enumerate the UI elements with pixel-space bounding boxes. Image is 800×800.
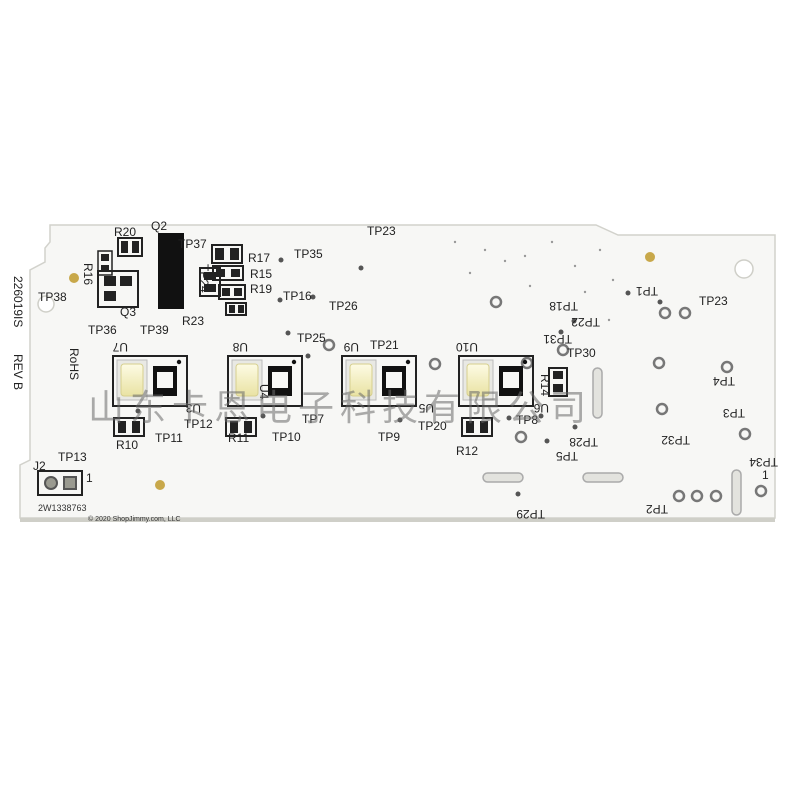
label-r11: R11 <box>228 431 249 445</box>
led-outline <box>341 355 417 407</box>
label-tp32: TP32 <box>661 433 690 447</box>
label-tp28: TP28 <box>569 435 598 449</box>
smd-pad-field <box>453 240 615 322</box>
label-rohs: RoHS <box>67 348 81 380</box>
label-tp36: TP36 <box>88 323 117 337</box>
label-tp2: TP2 <box>646 502 668 516</box>
led-module <box>227 355 303 407</box>
driver-pad <box>157 372 173 388</box>
led-module <box>112 355 188 407</box>
gold-pad <box>69 273 79 283</box>
label-part-number: 226019IS <box>11 276 25 327</box>
label-r23: R23 <box>182 314 204 328</box>
label-tp3: TP3 <box>723 406 745 420</box>
vias <box>135 257 663 497</box>
label-tp16: TP16 <box>283 289 312 303</box>
mounting-hole-left <box>37 295 55 313</box>
label-tp25: TP25 <box>297 331 326 345</box>
label-tp23a: TP23 <box>367 224 396 238</box>
led-module <box>341 355 417 407</box>
label-tp26: TP26 <box>329 299 358 313</box>
led-outline <box>112 355 188 407</box>
label-tp7: TP7 <box>302 412 324 426</box>
led-emitter <box>235 363 259 397</box>
label-j2: J2 <box>33 459 46 473</box>
label-tp37: TP37 <box>178 237 207 251</box>
label-board-id: 2W1338763 <box>38 503 87 513</box>
label-revision: REV B <box>11 354 25 390</box>
label-q3: Q3 <box>120 305 136 319</box>
driver-cluster <box>97 233 247 316</box>
pin1-dot <box>291 359 297 365</box>
label-u3: U3 <box>185 401 201 415</box>
pin1-dot <box>176 359 182 365</box>
mounting-hole-right <box>734 259 754 279</box>
silkscreen-labels: Q2 TP37 R20 R16 R17 R15 R19 TP24 TP35 TP… <box>11 219 778 523</box>
label-tp29: TP29 <box>516 507 545 521</box>
label-copyright: © 2020 ShopJimmy.com, LLC <box>88 515 181 523</box>
label-tp38: TP38 <box>38 290 67 304</box>
label-u9: U9 <box>343 340 359 354</box>
slot-pads <box>482 367 742 516</box>
label-u5: U5 <box>418 401 434 415</box>
led-outline <box>227 355 303 407</box>
label-tp39: TP39 <box>140 323 169 337</box>
led-emitter <box>466 363 490 397</box>
label-tp8: TP8 <box>516 413 538 427</box>
label-tp12: TP12 <box>184 417 213 431</box>
gold-pad <box>155 480 165 490</box>
label-tp21: TP21 <box>370 338 399 352</box>
label-r15: R15 <box>250 267 272 281</box>
led-outline <box>458 355 534 407</box>
label-tp30: TP30 <box>567 346 596 360</box>
watermark-text: 山东卡恩电子科技有限公司 <box>88 388 592 429</box>
label-tp11: TP11 <box>155 431 183 445</box>
label-tp18: TP18 <box>549 299 578 313</box>
label-tp4: TP4 <box>713 374 735 388</box>
label-u10: U10 <box>456 340 478 354</box>
label-r12: R12 <box>456 444 478 458</box>
label-u7: U7 <box>112 340 128 354</box>
led-resistors <box>113 367 568 437</box>
label-r14: R14 <box>538 374 552 396</box>
label-tp5: TP5 <box>556 449 578 463</box>
label-pin1-right: 1 <box>762 468 769 482</box>
label-r19: R19 <box>250 282 272 296</box>
driver-pad <box>386 372 402 388</box>
label-q2: Q2 <box>151 219 167 233</box>
label-tp22: TP22 <box>571 315 600 329</box>
pin1-dot <box>405 359 411 365</box>
label-tp9: TP9 <box>378 430 400 444</box>
label-tp13: TP13 <box>58 450 87 464</box>
label-u6: U6 <box>533 401 549 415</box>
driver-pad <box>272 372 288 388</box>
led-module <box>458 355 534 407</box>
label-u8: U8 <box>232 340 248 354</box>
label-r16: R16 <box>81 263 95 285</box>
led-emitter <box>120 363 144 397</box>
label-r17: R17 <box>248 251 270 265</box>
test-pads <box>322 295 768 503</box>
label-tp35: TP35 <box>294 247 323 261</box>
label-tp20: TP20 <box>418 419 447 433</box>
label-r10: R10 <box>116 438 138 452</box>
label-tp34: TP34 <box>749 455 778 469</box>
label-tp24: TP24 <box>197 264 211 293</box>
label-tp31: TP31 <box>543 332 572 346</box>
label-tp10: TP10 <box>272 430 301 444</box>
label-r20: R20 <box>114 225 136 239</box>
label-pin1-left: 1 <box>86 471 93 485</box>
led-emitter <box>349 363 373 397</box>
pin1-dot <box>522 359 528 365</box>
label-tp23b: TP23 <box>699 294 728 308</box>
driver-pad <box>503 372 519 388</box>
gold-pad <box>645 252 655 262</box>
label-tp1: TP1 <box>636 284 658 298</box>
label-u4: U4 <box>257 384 271 400</box>
connector-j2 <box>37 470 83 496</box>
